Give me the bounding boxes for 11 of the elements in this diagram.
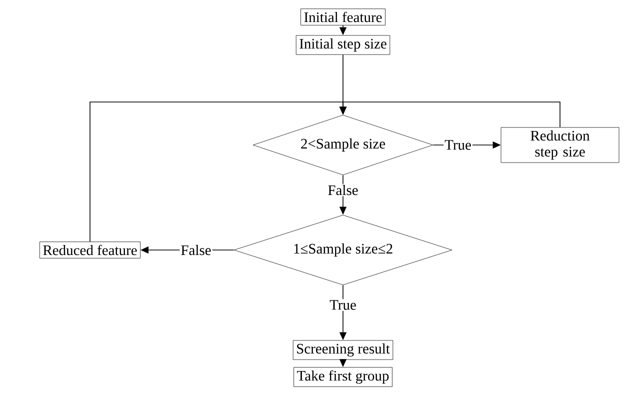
- edge-label: False: [326, 184, 360, 196]
- edge-label: True: [328, 299, 358, 311]
- process-box: Reduction step size: [500, 127, 620, 163]
- process-box: Initial feature: [300, 8, 386, 26]
- arrow: [90, 102, 347, 242]
- process-box: Take first group: [294, 367, 392, 387]
- process-box: Reduced feature: [40, 242, 140, 258]
- edge-label: True: [444, 139, 472, 151]
- process-box: Screening result: [292, 340, 394, 360]
- edge-label: False: [180, 244, 212, 256]
- process-box: Initial step size: [296, 35, 390, 55]
